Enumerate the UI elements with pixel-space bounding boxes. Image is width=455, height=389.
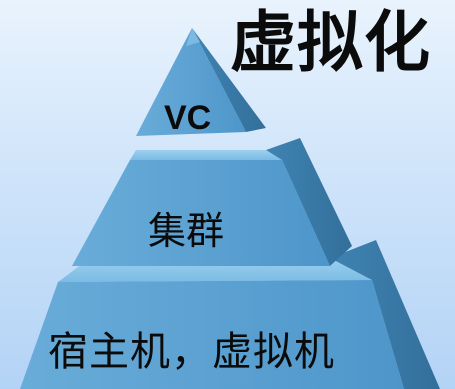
tier-middle-front-face (72, 160, 330, 266)
tier-base-right-face (330, 240, 440, 389)
tier-top-front-face (136, 28, 246, 136)
tier-label-cluster: 集群 (148, 209, 225, 253)
tier-label-vc: VC (164, 99, 212, 137)
tier-label-host-vm: 宿主机，虚拟机 (48, 329, 335, 375)
pyramid-tier-middle (72, 138, 352, 266)
tier-top-right-face (192, 28, 266, 132)
tier-top-highlight (186, 28, 200, 46)
diagram-title: 虚拟化 (230, 4, 431, 81)
pyramid-tier-top (136, 28, 266, 136)
tier-middle-right-face (266, 138, 352, 266)
tier-base-front-face (20, 280, 404, 389)
tier-middle-top-face (130, 150, 282, 160)
